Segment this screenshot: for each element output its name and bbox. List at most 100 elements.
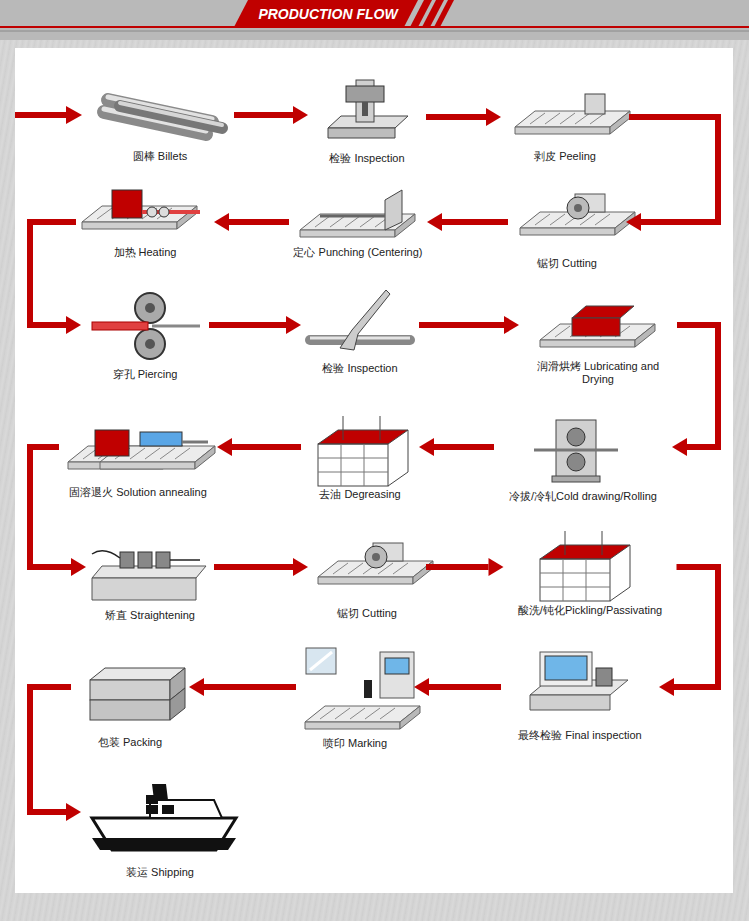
flow-arrow bbox=[229, 219, 289, 225]
flow-arrow bbox=[677, 325, 718, 447]
marking-icon bbox=[305, 706, 420, 729]
peeling-icon bbox=[515, 94, 630, 134]
flow-arrow bbox=[189, 678, 296, 696]
process-step: 锯切 Cutting bbox=[312, 540, 422, 620]
process-step: 最终检验 Final inspection bbox=[505, 648, 655, 742]
flow-arrow bbox=[426, 564, 489, 570]
flow-arrow bbox=[214, 564, 293, 570]
annealing-icon bbox=[182, 441, 208, 444]
ship-icon bbox=[92, 818, 236, 850]
step-label: 检验 Inspection bbox=[329, 152, 404, 165]
entry-arrow bbox=[66, 106, 82, 124]
heating-icon bbox=[159, 207, 169, 217]
process-step: 定心 Punching (Centering) bbox=[293, 188, 423, 259]
heating-icon bbox=[147, 207, 157, 217]
inspection-machine-icon bbox=[328, 128, 395, 138]
step-label: 锯切 Cutting bbox=[537, 257, 597, 270]
flow-arrow bbox=[426, 108, 501, 126]
straightening-icon bbox=[92, 551, 206, 600]
peeling-icon bbox=[585, 94, 605, 114]
process-step: 检验 Inspection bbox=[312, 78, 422, 165]
entry-arrow bbox=[15, 106, 82, 124]
flow-arrow bbox=[209, 322, 286, 328]
heating-icon bbox=[112, 190, 142, 218]
marking-icon bbox=[306, 648, 336, 674]
flow-arrow bbox=[414, 678, 501, 696]
flow-arrow bbox=[214, 213, 229, 231]
degreasing-tank-icon bbox=[318, 416, 408, 486]
step-label: 加热 Heating bbox=[114, 246, 177, 259]
piercing-icon bbox=[92, 293, 200, 359]
step-label: 矫直 Straightening bbox=[105, 609, 195, 622]
cold-drawing-icon bbox=[552, 476, 600, 482]
annealing-icon bbox=[140, 432, 182, 446]
step-label: 酸洗/钝化Pickling/Passivating bbox=[518, 604, 662, 617]
flow-arrow bbox=[286, 316, 301, 334]
final-inspection-icon bbox=[530, 695, 610, 710]
process-step: 酸洗/钝化Pickling/Passivating bbox=[508, 530, 673, 617]
flow-arrow bbox=[30, 687, 81, 821]
step-label: 剥皮 Peeling bbox=[534, 150, 596, 163]
title-banner bbox=[234, 0, 418, 27]
piercing-icon bbox=[135, 329, 165, 359]
peeling-icon bbox=[515, 111, 630, 134]
flow-arrow bbox=[232, 444, 301, 450]
process-step: 包装 Packing bbox=[75, 665, 185, 749]
flow-arrow bbox=[429, 684, 501, 690]
packing-icon bbox=[90, 668, 185, 680]
straightening-icon bbox=[170, 559, 200, 561]
step-label: 锯切 Cutting bbox=[337, 607, 397, 620]
packing-icon bbox=[90, 668, 185, 720]
step-label: 喷印 Marking bbox=[323, 737, 387, 750]
final-inspection-icon bbox=[540, 652, 592, 686]
piercing-icon bbox=[92, 322, 148, 330]
flow-arrow bbox=[217, 438, 301, 456]
step-label: 圆棒 Billets bbox=[133, 150, 187, 163]
flow-arrow bbox=[427, 213, 508, 231]
step-label: 包装 Packing bbox=[98, 736, 162, 749]
flow-arrow bbox=[486, 108, 501, 126]
ship-icon bbox=[150, 800, 222, 818]
cold-drawing-icon bbox=[534, 449, 618, 452]
annealing-icon bbox=[95, 430, 129, 456]
pipe-inspection-icon bbox=[340, 290, 390, 350]
flow-arrow bbox=[217, 438, 232, 456]
flow-arrow bbox=[626, 213, 641, 231]
straightening-icon bbox=[120, 552, 134, 568]
process-step: 喷印 Marking bbox=[300, 645, 410, 750]
marking-icon bbox=[385, 658, 409, 674]
annealing-icon bbox=[68, 430, 215, 469]
final-inspection-icon bbox=[596, 668, 612, 686]
flow-arrow bbox=[426, 558, 504, 576]
flow-arrow bbox=[629, 117, 718, 222]
step-label: 装运 Shipping bbox=[126, 866, 194, 879]
cold-drawing-icon bbox=[567, 428, 585, 446]
flow-arrow bbox=[293, 106, 308, 124]
step-label: 润滑烘烤 Lubricating and Drying bbox=[523, 360, 673, 386]
flow-arrow bbox=[66, 803, 81, 821]
process-step: 去油 Degreasing bbox=[305, 415, 415, 501]
cold-drawing-icon bbox=[534, 420, 618, 482]
piercing-icon bbox=[135, 293, 165, 323]
header-rule bbox=[0, 31, 749, 32]
flow-arrow bbox=[189, 678, 204, 696]
ship-icon bbox=[146, 805, 158, 814]
ship-icon bbox=[162, 805, 174, 814]
packing-icon bbox=[170, 688, 185, 720]
process-step: 剥皮 Peeling bbox=[505, 92, 625, 163]
step-label: 最终检验 Final inspection bbox=[518, 729, 642, 742]
pipe-inspection-icon bbox=[310, 290, 410, 350]
straightening-icon bbox=[156, 552, 170, 568]
step-label: 检验 Inspection bbox=[322, 362, 397, 375]
flow-arrow bbox=[30, 687, 71, 812]
flow-arrow bbox=[427, 213, 442, 231]
flow-arrow bbox=[30, 447, 86, 576]
billets-icon bbox=[104, 97, 222, 134]
flow-arrow bbox=[66, 316, 81, 334]
flow-arrow bbox=[659, 567, 718, 696]
inspection-machine-icon bbox=[362, 102, 368, 116]
flow-arrow bbox=[419, 322, 504, 328]
process-step: 加热 Heating bbox=[80, 186, 210, 259]
flow-arrow bbox=[71, 558, 86, 576]
